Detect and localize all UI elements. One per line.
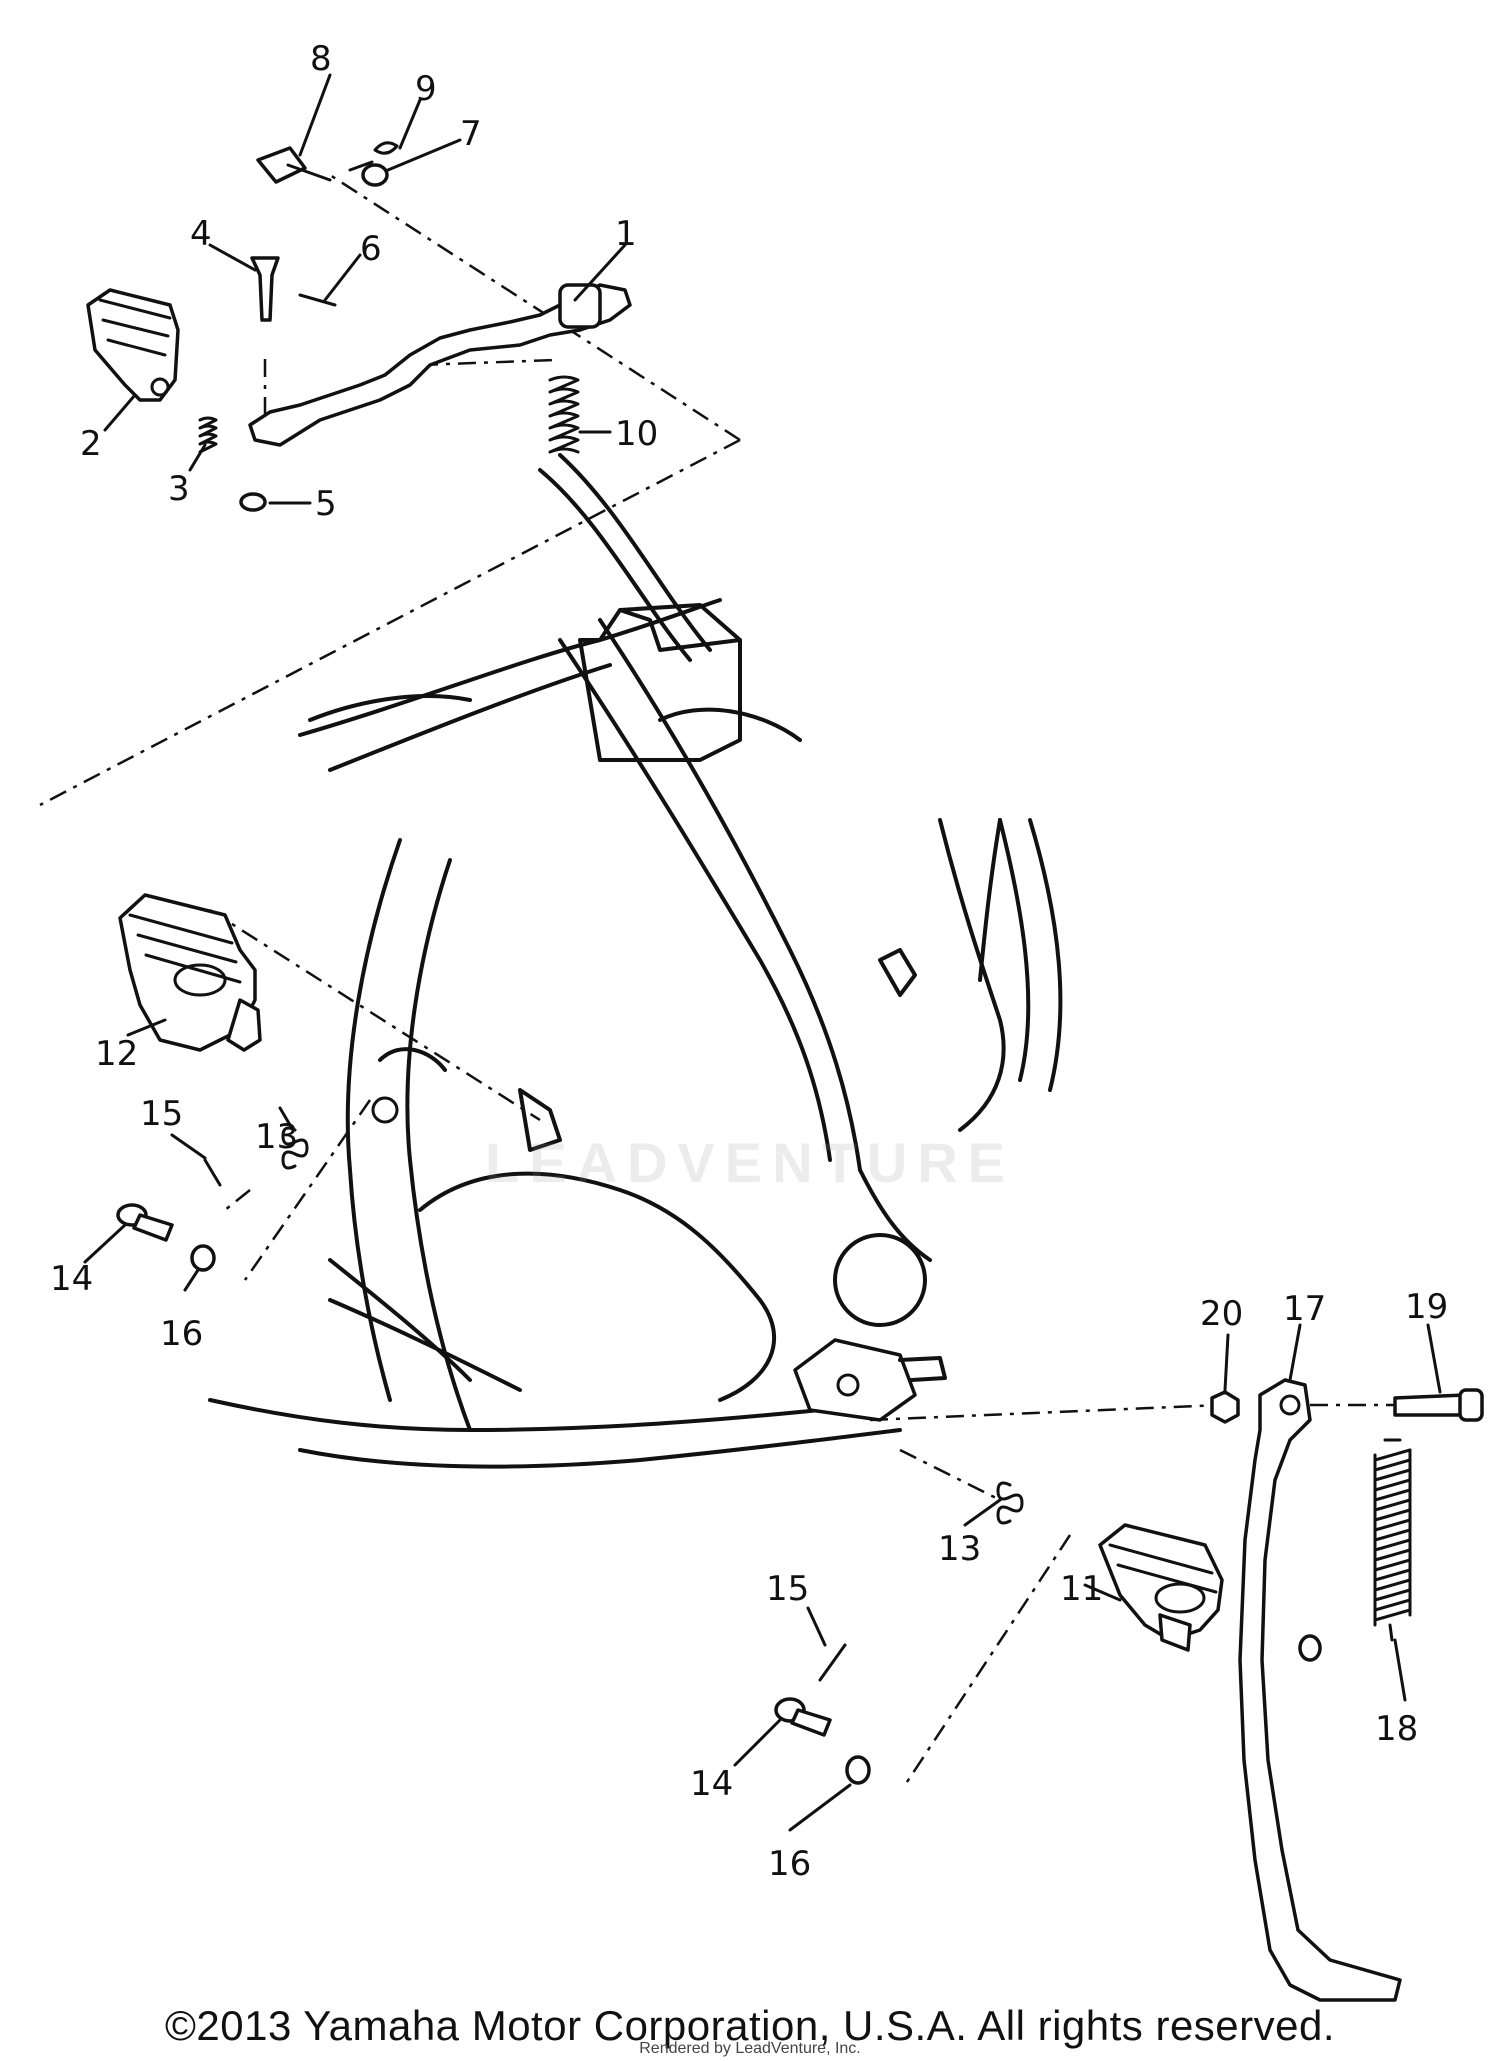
callout-5: 5 [315, 484, 337, 524]
washer-16-left [190, 1244, 216, 1272]
nut-20 [1210, 1390, 1240, 1424]
leader-lines [83, 73, 1442, 1832]
callout-15-right: 15 [766, 1569, 809, 1609]
spring-13-left [281, 1126, 309, 1170]
pivot-bolt [256, 146, 307, 184]
callout-1: 1 [615, 214, 637, 254]
sidestand-spring [1373, 1438, 1412, 1622]
motorcycle-frame [208, 453, 1063, 1469]
shift-pedal-tip [86, 288, 180, 402]
footrest-left [116, 893, 309, 1272]
rendered-by-text: Rendered by LeadVenture, Inc. [639, 2040, 861, 2057]
return-spring [548, 375, 580, 454]
callout-labels: 1 2 3 4 5 6 7 8 9 10 11 12 13 13 14 14 1… [50, 39, 1448, 1884]
watermark: LEADVENTURE [484, 1131, 1016, 1194]
callout-9: 9 [415, 69, 437, 109]
callout-16-left: 16 [160, 1314, 203, 1354]
sidestand [1238, 1378, 1402, 2002]
callout-7: 7 [460, 114, 482, 154]
callout-2: 2 [80, 424, 102, 464]
callout-15-left: 15 [140, 1094, 183, 1134]
callout-3: 3 [168, 469, 190, 509]
cotter-15-right [818, 1643, 847, 1682]
sidestand-assembly [1210, 1378, 1484, 2002]
callout-16-right: 16 [768, 1844, 811, 1884]
callout-19: 19 [1405, 1287, 1448, 1327]
spring-small [198, 416, 218, 454]
washer-16-right [845, 1755, 871, 1785]
footrest-right [774, 1481, 1224, 1785]
shift-pedal [248, 283, 632, 447]
clevis-pin [250, 256, 280, 322]
spring-13-right [996, 1481, 1024, 1525]
callout-12: 12 [95, 1034, 138, 1074]
callout-6: 6 [360, 229, 382, 269]
callout-14-left: 14 [50, 1259, 93, 1299]
callout-11: 11 [1060, 1569, 1103, 1609]
washer [239, 492, 267, 512]
callout-13-left: 13 [255, 1117, 298, 1157]
callout-10: 10 [615, 414, 658, 454]
callout-17: 17 [1283, 1289, 1326, 1329]
shift-pedal-assembly [86, 141, 632, 512]
callout-8: 8 [310, 39, 332, 79]
callout-18: 18 [1375, 1709, 1418, 1749]
circlip [373, 141, 399, 155]
callout-13-right: 13 [938, 1529, 981, 1569]
cotter-15-left [203, 1158, 222, 1187]
copyright-text: ©2013 Yamaha Motor Corporation, U.S.A. A… [164, 2002, 1336, 2049]
callout-4: 4 [190, 214, 212, 254]
cotter-pin [298, 293, 337, 307]
assembly-lines [39, 173, 1400, 1786]
callout-14-right: 14 [690, 1764, 733, 1804]
washer-7 [361, 163, 389, 187]
callout-20: 20 [1200, 1294, 1243, 1334]
